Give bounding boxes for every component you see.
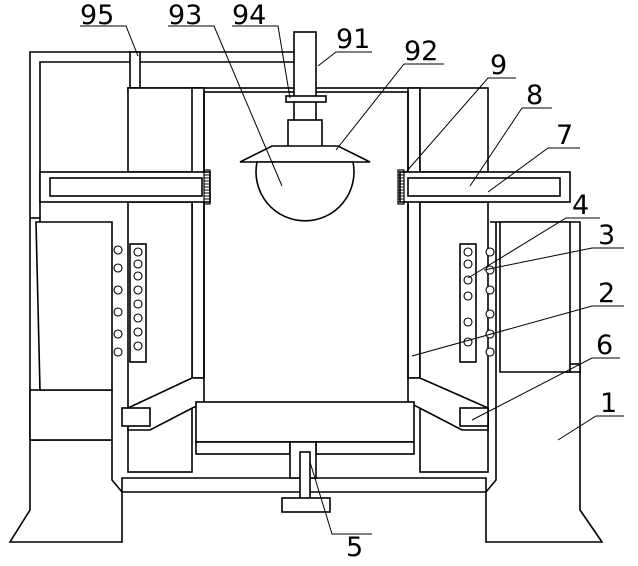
- leader-92: [335, 63, 444, 151]
- coil-dot: [463, 275, 473, 285]
- right-coil-strip: [459, 243, 477, 363]
- leader-94: [232, 25, 291, 99]
- coils: [113, 243, 495, 363]
- leader-lines: [80, 25, 624, 535]
- coil-dot: [113, 347, 123, 357]
- label-94: 94: [232, 0, 266, 31]
- coil-dot: [133, 247, 143, 257]
- comb-body: [203, 169, 211, 205]
- label-3: 3: [598, 220, 615, 251]
- leader-7: [487, 147, 580, 193]
- leader-95: [80, 25, 139, 57]
- coil-dot: [463, 259, 473, 269]
- label-7: 7: [556, 120, 573, 151]
- piston-stem: [299, 451, 311, 503]
- label-95: 95: [80, 0, 114, 31]
- base-left-foot: [8, 439, 123, 543]
- leader-6: [471, 357, 620, 421]
- coil-dot: [113, 329, 123, 339]
- base-left-block: [29, 389, 113, 441]
- piston-left-rail: [195, 441, 291, 455]
- leader-9: [405, 77, 516, 173]
- rod-collar: [285, 95, 327, 103]
- label-1: 1: [600, 388, 617, 419]
- piston: [195, 401, 415, 513]
- coil-dot: [113, 263, 123, 273]
- coil-dot: [485, 347, 495, 357]
- coil-dot: [113, 245, 123, 255]
- left-inner-wall: [191, 87, 205, 379]
- frame-outer-line: [29, 51, 300, 218]
- coil-dot: [485, 247, 495, 257]
- left-magnet: [35, 221, 113, 391]
- coil-dot: [133, 271, 143, 281]
- leader-1: [557, 415, 624, 441]
- right-upper-sleeve: [419, 87, 489, 173]
- label-4: 4: [572, 190, 589, 221]
- coil-dot: [463, 317, 473, 327]
- piston-right-rail: [315, 441, 415, 455]
- horizontal-plates: [39, 169, 571, 205]
- leader-3: [483, 247, 624, 271]
- leader-91: [317, 51, 372, 67]
- coil-dot: [463, 247, 473, 257]
- label-93: 93: [168, 0, 202, 31]
- bottom-button: [281, 497, 331, 513]
- valve-assembly: [239, 31, 371, 222]
- label-92: 92: [404, 36, 438, 67]
- leader-5: [309, 461, 372, 535]
- coil-dot: [463, 291, 473, 301]
- left-small-block: [121, 407, 151, 427]
- coil-dot: [133, 285, 143, 295]
- left-upper-sleeve: [127, 87, 201, 173]
- small-blocks: [121, 407, 489, 427]
- right-magnet-strip: [407, 177, 561, 197]
- coil-dot: [485, 309, 495, 319]
- right-small-block: [459, 407, 489, 427]
- label-5: 5: [346, 532, 363, 563]
- left-magnet-strip: [49, 177, 203, 197]
- coil-dot: [485, 285, 495, 295]
- leader-8: [469, 107, 552, 187]
- label-8: 8: [526, 80, 543, 111]
- coil-dot: [133, 327, 143, 337]
- coil-dot: [113, 285, 123, 295]
- leader-2: [411, 305, 624, 357]
- frame-post: [129, 51, 141, 89]
- coil-dot: [133, 341, 143, 351]
- coil-dot: [133, 299, 143, 309]
- labels: 95 93 94 91 92 9 8 7 4 3 2 6 1 5: [80, 0, 617, 563]
- comb-body: [397, 169, 405, 205]
- coil-dot: [133, 313, 143, 323]
- coil-dot: [485, 265, 495, 275]
- frame-inner-line: [39, 61, 300, 218]
- label-91: 91: [336, 24, 370, 55]
- valve-plate: [239, 145, 371, 163]
- right-magnet: [499, 221, 571, 373]
- right-lower-sleeve: [419, 201, 489, 473]
- leader-4: [467, 217, 600, 279]
- outer-magnets: [35, 221, 571, 391]
- leader-93: [168, 25, 283, 187]
- coil-dot: [133, 259, 143, 269]
- label-2: 2: [598, 278, 615, 309]
- coil-dot: [113, 307, 123, 317]
- label-9: 9: [490, 50, 507, 81]
- valve-ball: [255, 161, 355, 222]
- label-6: 6: [596, 330, 613, 361]
- piston-block: [195, 401, 415, 443]
- right-inner-wall: [407, 87, 421, 379]
